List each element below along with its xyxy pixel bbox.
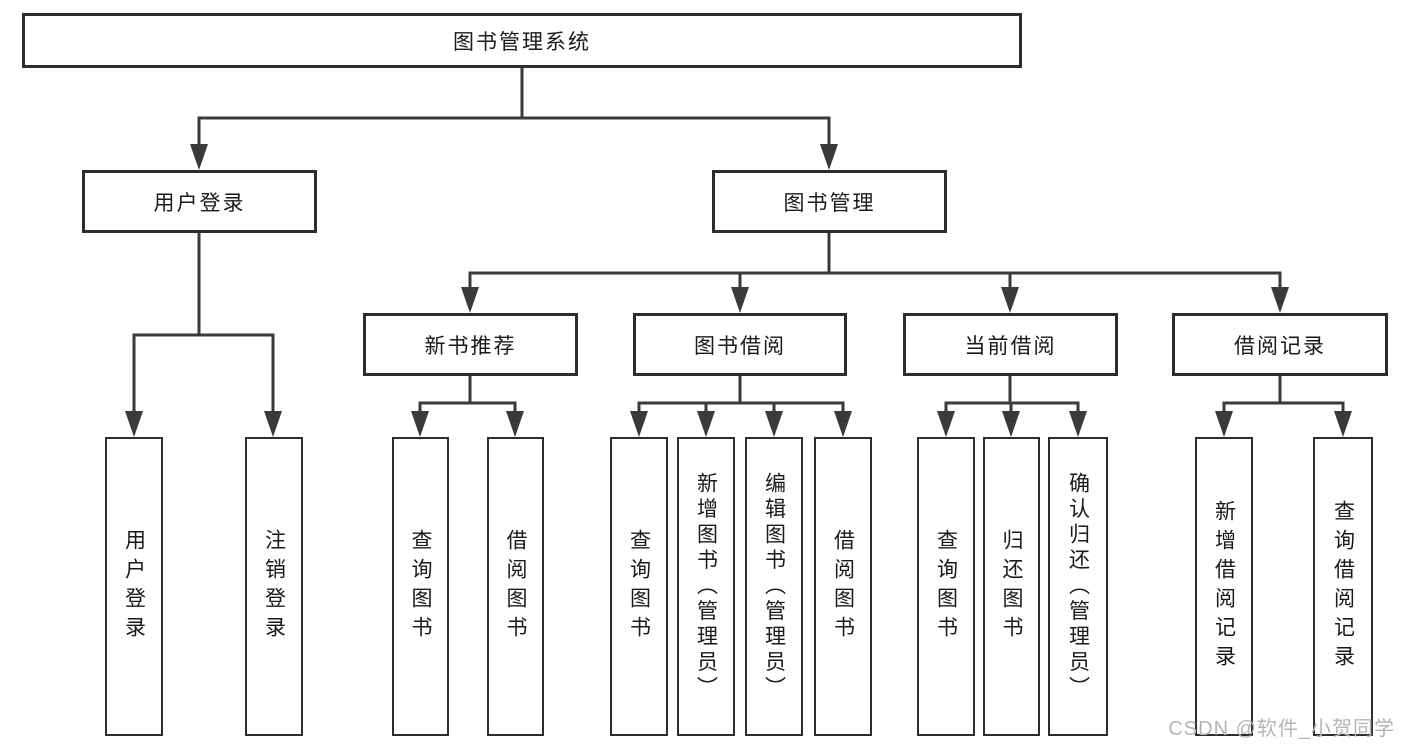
leaf-nb-borrow-books: 借阅图书 xyxy=(487,437,544,736)
node-user-login: 用户登录 xyxy=(82,170,317,233)
leaf-bb-query-books-label: 查询图书 xyxy=(627,528,651,645)
leaf-bb-borrow-books-label: 借阅图书 xyxy=(831,528,855,645)
leaf-user-login: 用户登录 xyxy=(105,437,163,736)
leaf-logout-label: 注销登录 xyxy=(262,528,286,645)
node-borrowing-records-label: 借阅记录 xyxy=(1234,334,1326,358)
node-system-root-label: 图书管理系统 xyxy=(453,30,591,54)
node-new-book-recommend-label: 新书推荐 xyxy=(424,334,517,358)
leaf-nb-borrow-books-label: 借阅图书 xyxy=(504,528,527,645)
leaf-cb-query-books: 查询图书 xyxy=(917,437,975,736)
leaf-cb-confirm-return-admin: 确认归还（管理员） xyxy=(1048,437,1108,736)
leaf-bb-edit-books-admin-label: 编辑图书（管理员） xyxy=(762,471,786,702)
node-current-borrowing: 当前借阅 xyxy=(903,313,1118,376)
leaf-cb-return-books: 归还图书 xyxy=(983,437,1040,736)
leaf-cb-confirm-return-admin-label: 确认归还（管理员） xyxy=(1066,471,1090,702)
leaf-nb-query-books-label: 查询图书 xyxy=(409,528,432,645)
leaf-user-login-label: 用户登录 xyxy=(122,528,146,645)
node-current-borrowing-label: 当前借阅 xyxy=(964,334,1057,358)
node-system-root: 图书管理系统 xyxy=(22,13,1022,68)
csdn-watermark: CSDN @软件_小贺同学 xyxy=(1168,718,1395,740)
node-book-management-label: 图书管理 xyxy=(783,191,876,215)
node-book-borrowing-label: 图书借阅 xyxy=(694,334,786,358)
leaf-br-add-record: 新增借阅记录 xyxy=(1195,437,1253,736)
leaf-nb-query-books: 查询图书 xyxy=(392,437,449,736)
leaf-bb-edit-books-admin: 编辑图书（管理员） xyxy=(745,437,803,736)
leaf-bb-borrow-books: 借阅图书 xyxy=(814,437,872,736)
leaf-bb-add-books-admin-label: 新增图书（管理员） xyxy=(694,471,718,702)
leaf-br-query-record-label: 查询借阅记录 xyxy=(1331,499,1355,674)
leaf-br-add-record-label: 新增借阅记录 xyxy=(1212,499,1236,674)
leaf-cb-query-books-label: 查询图书 xyxy=(934,528,958,645)
leaf-logout: 注销登录 xyxy=(245,437,303,736)
leaf-bb-add-books-admin: 新增图书（管理员） xyxy=(677,437,735,736)
node-borrowing-records: 借阅记录 xyxy=(1172,313,1388,376)
leaf-cb-return-books-label: 归还图书 xyxy=(1000,528,1023,645)
leaf-bb-query-books: 查询图书 xyxy=(610,437,668,736)
node-book-borrowing: 图书借阅 xyxy=(633,313,847,376)
node-user-login-label: 用户登录 xyxy=(153,191,246,215)
node-book-management: 图书管理 xyxy=(712,170,947,233)
node-new-book-recommend: 新书推荐 xyxy=(363,313,578,376)
leaf-br-query-record: 查询借阅记录 xyxy=(1313,437,1373,736)
